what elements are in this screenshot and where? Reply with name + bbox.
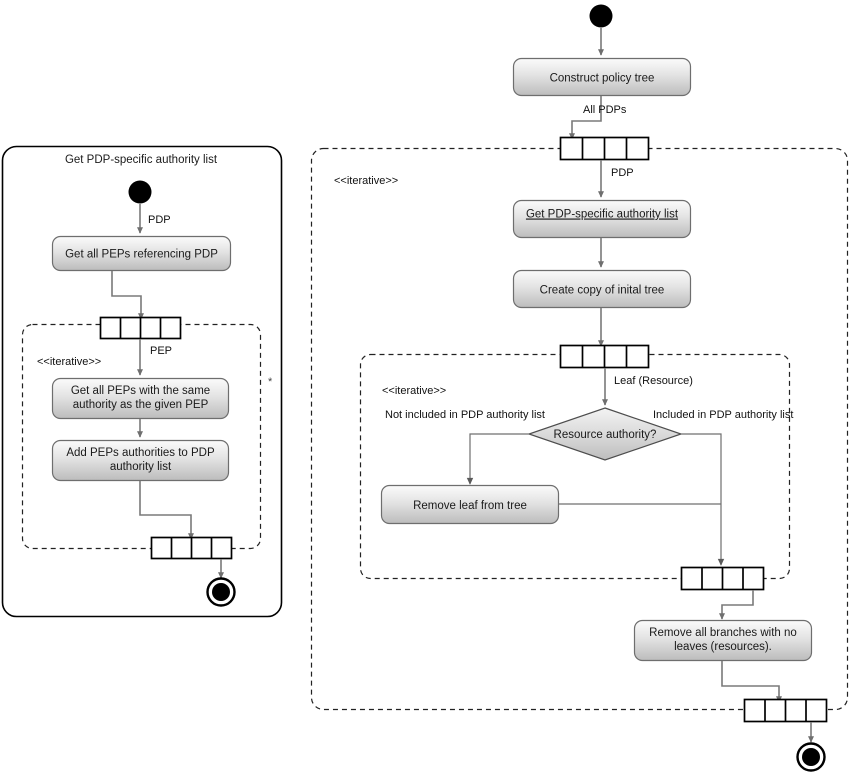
action-label-line1: Get all PEPs with the same <box>71 385 210 397</box>
pin-pdp-expansion-output <box>743 698 828 723</box>
action-label: Construct policy tree <box>550 73 655 85</box>
right-edge-construct-to-pin <box>569 96 602 140</box>
right-edge-label-included: Included in PDP authority list <box>653 409 793 421</box>
action-get-all-peps-same-authority[interactable]: Get all PEPs with the same authority as … <box>51 377 230 420</box>
pin-leaf-expansion-output <box>680 566 765 591</box>
left-edge-action1-to-pin <box>111 271 145 320</box>
action-remove-all-branches[interactable]: Remove all branches with no leaves (reso… <box>633 619 813 662</box>
decision-label: Resource authority? <box>554 429 657 441</box>
action-label-line1: Remove all branches with no <box>649 627 797 639</box>
action-label: Get PDP-specific authority list <box>526 209 679 221</box>
left-edge-label-pdp: PDP <box>148 214 171 226</box>
left-panel-group: Get PDP-specific authority list PDP Get … <box>1 145 283 618</box>
right-edge-label-all-pdps: All PDPs <box>583 104 627 116</box>
right-edge-label-pdp: PDP <box>611 167 634 179</box>
left-edge-label-pep: PEP <box>150 345 172 357</box>
action-get-all-peps-referencing-pdp[interactable]: Get all PEPs referencing PDP <box>51 235 232 272</box>
right-initial-node <box>589 4 613 28</box>
action-get-pdp-specific-authority-list[interactable]: Get PDP-specific authority list <box>512 199 692 239</box>
action-label: Remove leaf from tree <box>413 500 527 512</box>
right-inner-iterative-label: <<iterative>> <box>382 385 446 397</box>
right-edge-decision-to-removeleaf <box>466 433 529 485</box>
right-edge-label-not-included: Not included in PDP authority list <box>385 409 545 421</box>
right-edge-removebranches-to-bottompin <box>721 661 783 703</box>
action-remove-leaf-from-tree[interactable]: Remove leaf from tree <box>380 484 560 525</box>
left-panel-frame <box>1 145 283 618</box>
pin-leaf-expansion-input <box>559 344 650 369</box>
left-initial-node <box>128 180 152 204</box>
left-inner-multiplicity-marker: * <box>268 376 273 388</box>
decision-resource-authority[interactable]: Resource authority? <box>527 407 683 461</box>
action-create-copy-of-inital-tree[interactable]: Create copy of inital tree <box>512 269 692 309</box>
right-panel-group: Construct policy tree All PDPs <<iterati… <box>310 4 849 772</box>
pin-pdp-expansion-input <box>559 136 650 161</box>
action-label-line1: Add PEPs authorities to PDP <box>66 447 215 459</box>
action-construct-policy-tree[interactable]: Construct policy tree <box>512 57 692 97</box>
left-inner-iterative-label: <<iterative>> <box>37 356 101 368</box>
right-outer-iterative-label: <<iterative>> <box>334 175 398 187</box>
action-label-line2: authority as the given PEP <box>73 399 209 411</box>
right-inner-iterative-frame <box>359 353 791 580</box>
right-edge-label-leaf-resource: Leaf (Resource) <box>614 375 693 387</box>
right-edge-outpin-to-removebranches <box>719 590 754 620</box>
pin-pep-expansion-output <box>150 536 233 560</box>
right-final-node <box>796 742 826 772</box>
pin-pep-expansion-input <box>99 316 182 340</box>
action-label: Get all PEPs referencing PDP <box>65 249 218 261</box>
action-label-line2: authority list <box>110 461 172 473</box>
left-panel-title: Get PDP-specific authority list <box>65 154 218 166</box>
action-add-peps-authorities[interactable]: Add PEPs authorities to PDP authority li… <box>51 439 230 482</box>
action-label-line2: leaves (resources). <box>674 641 772 653</box>
action-label: Create copy of inital tree <box>540 285 665 297</box>
left-edge-action3-to-pin <box>139 481 195 540</box>
left-final-node <box>206 577 236 607</box>
right-edge-decision-to-outpin <box>681 433 725 566</box>
